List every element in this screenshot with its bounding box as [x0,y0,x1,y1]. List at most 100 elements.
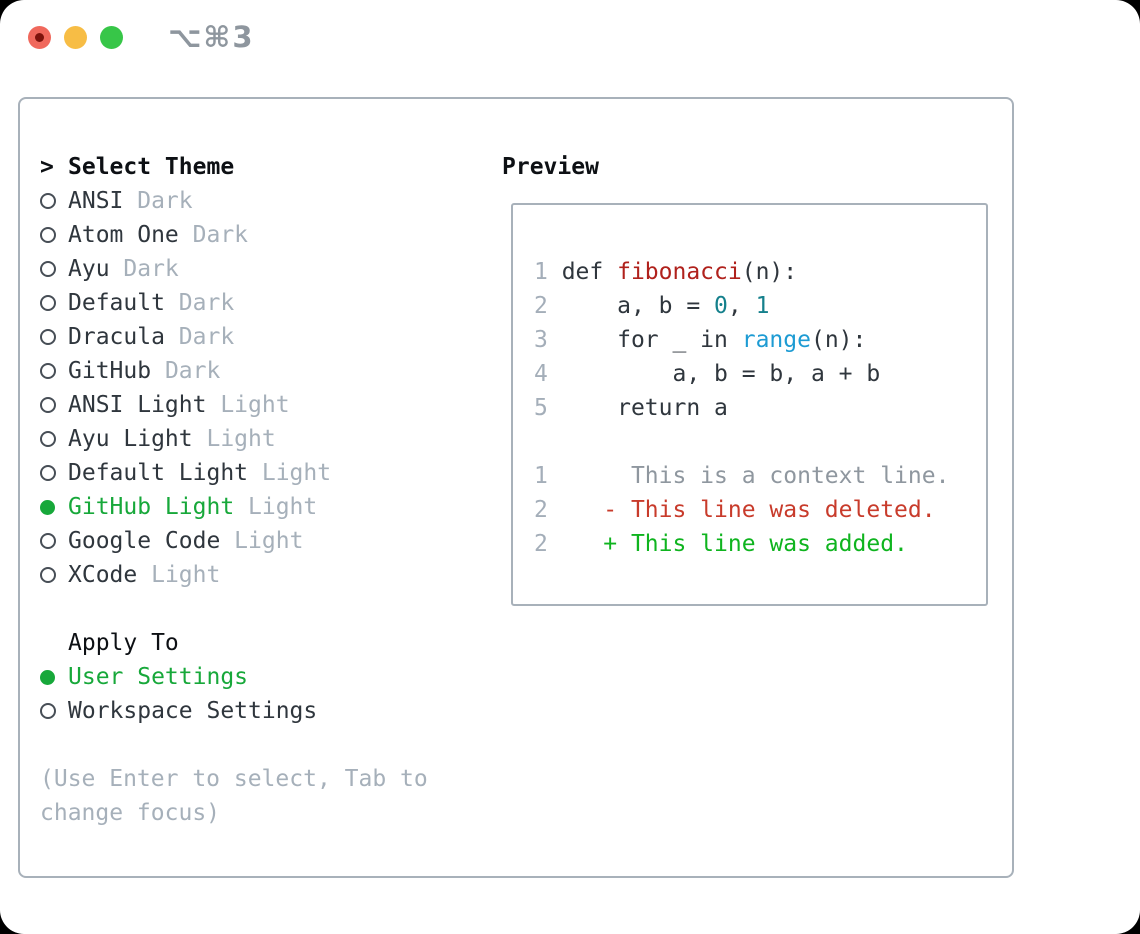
code-line: 2 - This line was deleted. [534,493,986,527]
window-titlebar: ⌥⌘3 [0,0,1140,74]
preview-header: Preview [502,154,599,180]
code-segment: 3 [534,327,562,353]
theme-name: GitHub Light [68,494,235,520]
radio-cell [40,431,68,447]
code-segment: + This line was added. [561,531,908,557]
radio-icon [40,295,56,311]
radio-selected-icon [40,499,55,515]
close-record-dot-icon [35,33,44,42]
code-segment: range [741,327,811,353]
code-line: 2 a, b = 0, 1 [534,289,986,323]
apply-to-option[interactable]: Workspace Settings [40,694,490,728]
code-segment: fibonacci [617,259,742,285]
radio-icon [40,465,56,481]
theme-option[interactable]: Google Code Light [40,524,490,558]
code-segment: for _ in [561,327,742,353]
theme-option[interactable]: Dracula Dark [40,320,490,354]
code-segment: This is a context line. [561,463,950,489]
radio-cell [40,669,68,685]
code-line: 1 This is a context line. [534,459,986,493]
theme-variant-label: Light [248,460,332,486]
keyboard-hint: (Use Enter to select, Tab to change focu… [40,766,428,826]
theme-option[interactable]: Default Light Light [40,456,490,490]
theme-option[interactable]: ANSI Light Light [40,388,490,422]
code-line: 2 + This line was added. [534,527,986,561]
theme-variant-label: Light [206,392,290,418]
radio-cell [40,567,68,583]
theme-variant-label: Light [220,528,304,554]
theme-option[interactable]: Ayu Light Light [40,422,490,456]
radio-cell [40,533,68,549]
theme-name: GitHub [68,358,152,384]
radio-cell [40,363,68,379]
select-theme-header: Select Theme [68,154,235,180]
spacer [40,592,490,626]
code-segment: a, b = b, a + b [561,361,881,387]
theme-option[interactable]: XCode Light [40,558,490,592]
theme-option[interactable]: Default Dark [40,286,490,320]
code-segment: 1 [755,293,770,319]
code-segment: 2 [534,497,562,523]
radio-icon [40,227,56,243]
radio-icon [40,329,56,345]
radio-cell [40,261,68,277]
theme-name: Atom One [68,222,179,248]
close-button[interactable] [28,26,51,49]
radio-cell [40,329,68,345]
code-segment: - This line was deleted. [561,497,936,523]
code-segment: return a [561,395,728,421]
theme-option[interactable]: GitHub Light Light [40,490,490,524]
radio-cell [40,193,68,209]
theme-option[interactable]: ANSI Dark [40,184,490,218]
theme-option[interactable]: GitHub Dark [40,354,490,388]
radio-icon [40,261,56,277]
code-line: 4 a, b = b, a + b [534,357,986,391]
theme-name: Google Code [68,528,221,554]
minimize-button[interactable] [64,26,87,49]
selection-marker-icon: > [40,154,54,180]
theme-name: ANSI Light [68,392,207,418]
radio-icon [40,703,56,719]
code-line: 1 def fibonacci(n): [534,255,986,289]
theme-name: Dracula [68,324,165,350]
code-line: 3 for _ in range(n): [534,323,986,357]
theme-name: Ayu [68,256,110,282]
theme-option[interactable]: Atom One Dark [40,218,490,252]
radio-cell [40,465,68,481]
code-segment: , [727,293,756,319]
radio-icon [40,567,56,583]
radio-cell [40,499,68,515]
radio-icon [40,397,56,413]
code-segment: (n): [741,259,798,285]
apply-to-header: Apply To [68,630,179,656]
window-title: ⌥⌘3 [168,20,255,54]
theme-variant-label: Light [192,426,276,452]
code-segment: 2 [534,293,562,319]
theme-option[interactable]: Ayu Dark [40,252,490,286]
code-segment: 2 [534,531,562,557]
theme-variant-label: Dark [164,290,235,316]
radio-icon [40,431,56,447]
radio-cell [40,295,68,311]
radio-icon [40,533,56,549]
theme-variant-label: Dark [178,222,249,248]
select-theme-header-row: > Select Theme [40,150,490,184]
radio-icon [40,363,56,379]
code-segment: 1 [534,259,562,285]
zoom-button[interactable] [100,26,123,49]
radio-selected-icon [40,669,55,685]
code-segment: 4 [534,361,562,387]
theme-variant-label: Light [234,494,318,520]
apply-to-option[interactable]: User Settings [40,660,490,694]
theme-variant-label: Dark [151,358,221,384]
theme-name: Default Light [68,460,249,486]
apply-to-header-row: Apply To [40,626,490,660]
theme-variant-label: Dark [109,256,179,282]
theme-variant-label: Dark [123,188,193,214]
theme-name: ANSI [68,188,124,214]
